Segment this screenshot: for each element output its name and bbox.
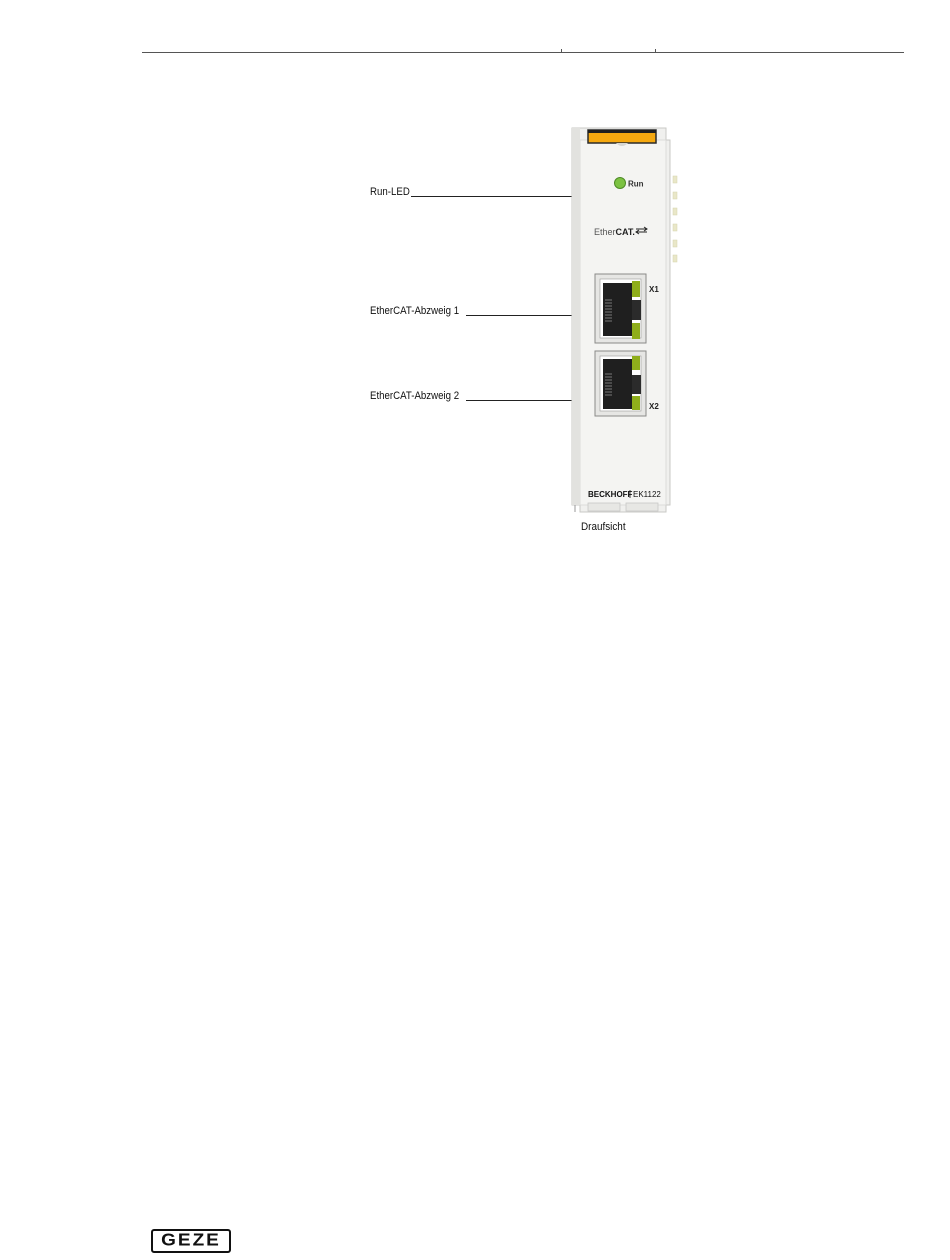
port-led-icon	[632, 396, 640, 410]
rj45-port-x2	[595, 351, 646, 416]
port-label-x2: X2	[649, 402, 659, 411]
callout-label-run-led: Run-LED	[370, 186, 410, 198]
leader-line	[466, 315, 580, 316]
brand-text: BECKHOFF	[588, 490, 633, 499]
model-text: EK1122	[633, 490, 661, 499]
side-contacts	[673, 176, 677, 262]
callout-label-branch-1: EtherCAT-Abzweig 1	[370, 305, 459, 317]
leader-line	[466, 400, 580, 401]
figure-caption: Draufsicht	[581, 521, 626, 533]
callout-label-branch-2: EtherCAT-Abzweig 2	[370, 390, 459, 402]
header-tick	[561, 49, 562, 53]
geze-logo-text: GEZE	[161, 1231, 221, 1251]
header-rule	[142, 52, 904, 53]
port-led-icon	[632, 356, 640, 370]
port-led-icon	[632, 281, 640, 297]
leader-line	[411, 196, 580, 197]
ek1122-terminal-illustration: Run EtherCAT. X1	[570, 126, 682, 518]
run-led-text: Run	[628, 180, 644, 189]
ethercat-logo: EtherCAT.	[594, 227, 635, 237]
port-label-x1: X1	[649, 285, 659, 294]
header-tick	[655, 49, 656, 53]
rj45-port-x1	[595, 274, 646, 343]
port-led-icon	[632, 323, 640, 339]
geze-logo: GEZE	[151, 1229, 231, 1253]
run-led-icon	[615, 178, 626, 189]
